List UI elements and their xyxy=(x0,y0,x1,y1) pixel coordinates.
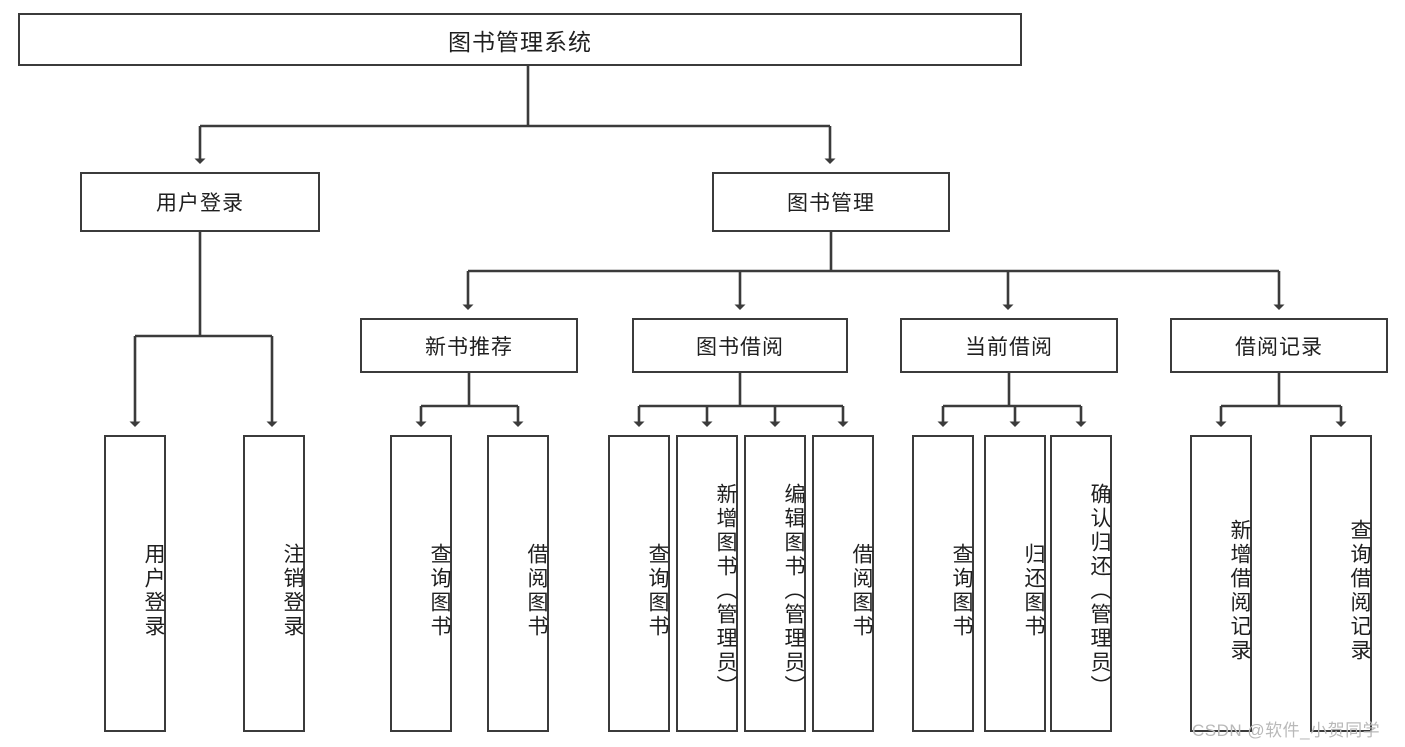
leaf-return-book[interactable]: 归还图书 xyxy=(984,435,1046,732)
node-label: 查询借阅记录 xyxy=(1348,518,1371,663)
node-current-borrowing[interactable]: 当前借阅 xyxy=(900,318,1118,373)
leaf-borrow-books-recommendation[interactable]: 借阅图书 xyxy=(487,435,549,732)
leaf-user-login[interactable]: 用户登录 xyxy=(104,435,166,732)
leaf-add-borrowing-record[interactable]: 新增借阅记录 xyxy=(1190,435,1252,732)
node-label: 注销登录 xyxy=(281,542,304,639)
node-label: 新书推荐 xyxy=(425,335,513,359)
node-label: 确认归还（管理员） xyxy=(1088,482,1111,699)
node-borrowing-record[interactable]: 借阅记录 xyxy=(1170,318,1388,373)
node-label: 借阅记录 xyxy=(1235,335,1323,359)
node-user-login[interactable]: 用户登录 xyxy=(80,172,320,232)
node-label: 新增借阅记录 xyxy=(1228,518,1251,663)
node-label: 借阅图书 xyxy=(525,542,548,639)
leaf-query-borrowing-record[interactable]: 查询借阅记录 xyxy=(1310,435,1372,732)
leaf-add-book-admin[interactable]: 新增图书（管理员） xyxy=(676,435,738,732)
leaf-query-books-borrowing[interactable]: 查询图书 xyxy=(608,435,670,732)
leaf-query-books-recommendation[interactable]: 查询图书 xyxy=(390,435,452,732)
node-label: 编辑图书（管理员） xyxy=(782,482,805,699)
node-root-system[interactable]: 图书管理系统 xyxy=(18,13,1022,66)
node-label: 新增图书（管理员） xyxy=(714,482,737,699)
node-label: 当前借阅 xyxy=(965,335,1053,359)
leaf-confirm-return-admin[interactable]: 确认归还（管理员） xyxy=(1050,435,1112,732)
node-new-book-recommendation[interactable]: 新书推荐 xyxy=(360,318,578,373)
csdn-watermark: CSDN @软件_小贺同学 xyxy=(1192,721,1381,740)
node-label: 归还图书 xyxy=(1022,542,1045,639)
node-label: 查询图书 xyxy=(646,542,669,639)
node-label: 图书管理系统 xyxy=(448,28,592,55)
leaf-logout[interactable]: 注销登录 xyxy=(243,435,305,732)
node-label: 图书借阅 xyxy=(696,335,784,359)
leaf-query-books-current[interactable]: 查询图书 xyxy=(912,435,974,732)
node-label: 用户登录 xyxy=(156,192,244,215)
node-book-borrowing[interactable]: 图书借阅 xyxy=(632,318,848,373)
node-label: 用户登录 xyxy=(142,542,165,639)
node-label: 查询图书 xyxy=(950,542,973,639)
node-label: 借阅图书 xyxy=(850,542,873,639)
node-label: 查询图书 xyxy=(428,542,451,639)
leaf-edit-book-admin[interactable]: 编辑图书（管理员） xyxy=(744,435,806,732)
node-book-management[interactable]: 图书管理 xyxy=(712,172,950,232)
leaf-borrow-book[interactable]: 借阅图书 xyxy=(812,435,874,732)
node-label: 图书管理 xyxy=(787,192,875,215)
